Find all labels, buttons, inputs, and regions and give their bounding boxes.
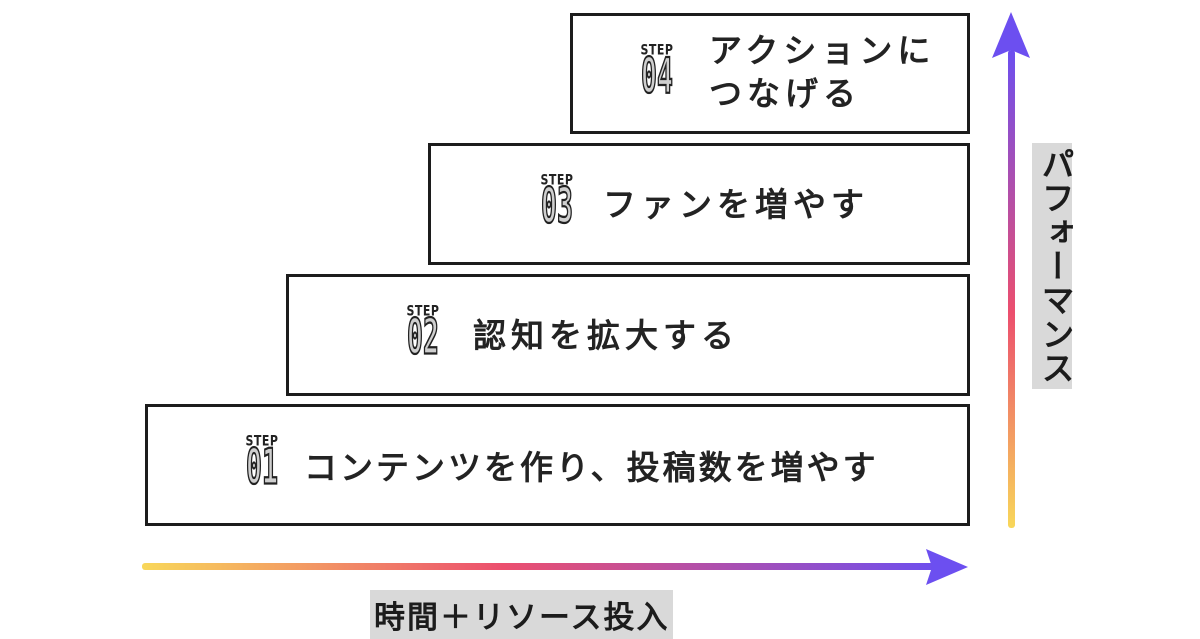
- step-02-box: STEP 02 認知を拡大する: [286, 274, 970, 396]
- step-word: STEP: [406, 303, 440, 320]
- time-axis-arrow: [142, 549, 968, 585]
- performance-axis-arrow: [992, 12, 1030, 528]
- performance-axis-label: パフォーマンス: [1032, 143, 1075, 389]
- time-axis-label: 時間＋リソース投入: [370, 590, 674, 639]
- step-03-box: STEP 03 ファンを増やす: [428, 143, 970, 265]
- step-word: STEP: [640, 42, 674, 59]
- step-02-label: 認知を拡大する: [473, 316, 739, 355]
- step-01-label: コンテンツを作り、投稿数を増やす: [304, 448, 879, 487]
- step-04-label-line1: アクションに: [709, 31, 936, 70]
- step-word: STEP: [540, 172, 574, 189]
- step-02-badge: STEP 02: [397, 303, 449, 373]
- step-number: 03: [540, 177, 573, 236]
- step-04-label: アクションに つなげる: [709, 30, 935, 116]
- step-01-box: STEP 01 コンテンツを作り、投稿数を増やす: [145, 404, 970, 526]
- step-04-label-line2: つなげる: [709, 73, 861, 113]
- step-01-badge: STEP 01: [236, 433, 288, 503]
- step-03-label: ファンを増やす: [603, 185, 869, 224]
- step-03-badge: STEP 03: [531, 172, 583, 242]
- step-number: 01: [245, 438, 278, 497]
- step-04-box: STEP 04 アクションに つなげる: [570, 13, 970, 134]
- step-number: 04: [640, 47, 673, 106]
- step-word: STEP: [245, 433, 279, 450]
- step-04-badge: STEP 04: [631, 42, 683, 112]
- step-number: 02: [406, 308, 439, 367]
